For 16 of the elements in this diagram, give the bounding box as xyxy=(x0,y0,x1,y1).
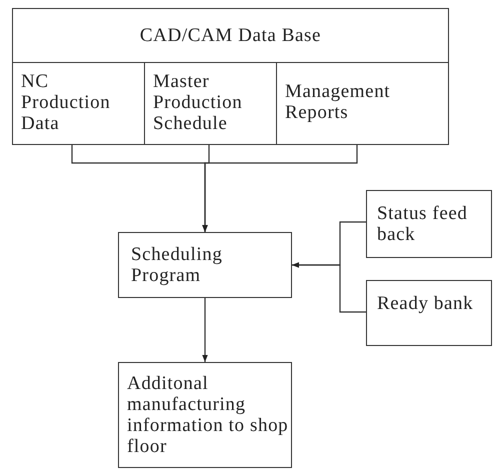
box-text: Scheduling Program xyxy=(131,244,224,286)
box-text: Management Reports xyxy=(285,81,392,123)
box-text: NC Production Data xyxy=(21,71,112,134)
arrow xyxy=(202,145,358,232)
box-text: CAD/CAM Data Base xyxy=(138,25,322,46)
process-box xyxy=(118,232,292,298)
box-text: Ready bank xyxy=(377,293,474,314)
box-text: Additonal manufacturing information to shop floor xyxy=(127,373,290,457)
process-box xyxy=(12,8,449,145)
arrow xyxy=(292,262,366,313)
process-box xyxy=(366,190,492,258)
box-text: Master Production Schedule xyxy=(153,71,244,134)
process-box xyxy=(366,280,492,346)
process-box xyxy=(118,362,292,468)
arrow xyxy=(202,298,208,362)
box-text: Status feed back xyxy=(377,203,468,245)
